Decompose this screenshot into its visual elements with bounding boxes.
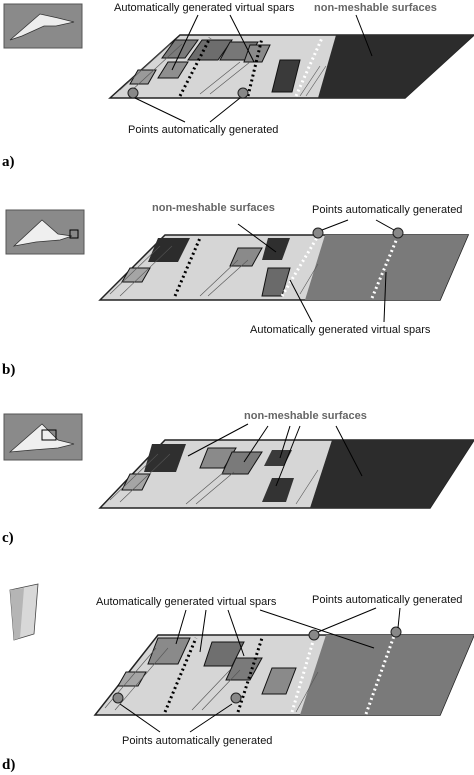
panel-label-b: b) bbox=[2, 362, 16, 378]
points-label: Points automatically generated bbox=[128, 124, 279, 136]
thumbnail-d bbox=[9, 583, 39, 641]
non-meshable-label: non-meshable surfaces bbox=[244, 410, 367, 422]
panel-c: non-meshable surfaces c) bbox=[0, 400, 474, 560]
non-meshable-surface bbox=[305, 235, 468, 300]
panel-label-a: a) bbox=[2, 154, 15, 170]
non-meshable-label: non-meshable surfaces bbox=[152, 202, 275, 214]
thumbnail-b bbox=[5, 209, 85, 255]
non-meshable-surface bbox=[310, 440, 474, 508]
generated-point bbox=[112, 692, 124, 704]
generated-point bbox=[312, 227, 324, 239]
panel-label-d: d) bbox=[2, 757, 16, 773]
thumbnail-c bbox=[3, 413, 83, 461]
non-meshable-surface bbox=[318, 35, 474, 98]
non-meshable-label: non-meshable surfaces bbox=[314, 2, 437, 14]
non-meshable-surface bbox=[300, 635, 474, 715]
panel-a: Automatically generated virtual spars no… bbox=[0, 0, 474, 180]
thumbnail-a bbox=[3, 3, 83, 49]
wing-model-b bbox=[98, 219, 470, 323]
generated-point bbox=[392, 227, 404, 239]
generated-point bbox=[390, 626, 402, 638]
wing-model-a bbox=[108, 14, 474, 123]
panel-label-c: c) bbox=[2, 530, 14, 546]
generated-point bbox=[127, 87, 139, 99]
wing-model-c bbox=[98, 423, 474, 509]
panel-d: Automatically generated virtual spars Po… bbox=[0, 580, 474, 775]
points-label-top: Points automatically generated bbox=[312, 594, 463, 606]
panel-b: non-meshable surfaces Points automatical… bbox=[0, 190, 474, 380]
points-label: Points automatically generated bbox=[312, 204, 463, 216]
virtual-spars-label: Automatically generated virtual spars bbox=[96, 596, 277, 608]
generated-point bbox=[308, 629, 320, 641]
wing-model-d bbox=[93, 607, 474, 733]
generated-point bbox=[230, 692, 242, 704]
virtual-spars-label: Automatically generated virtual spars bbox=[114, 2, 295, 14]
virtual-spars-label: Automatically generated virtual spars bbox=[250, 324, 431, 336]
points-label-bottom: Points automatically generated bbox=[122, 735, 273, 747]
generated-point bbox=[237, 87, 249, 99]
